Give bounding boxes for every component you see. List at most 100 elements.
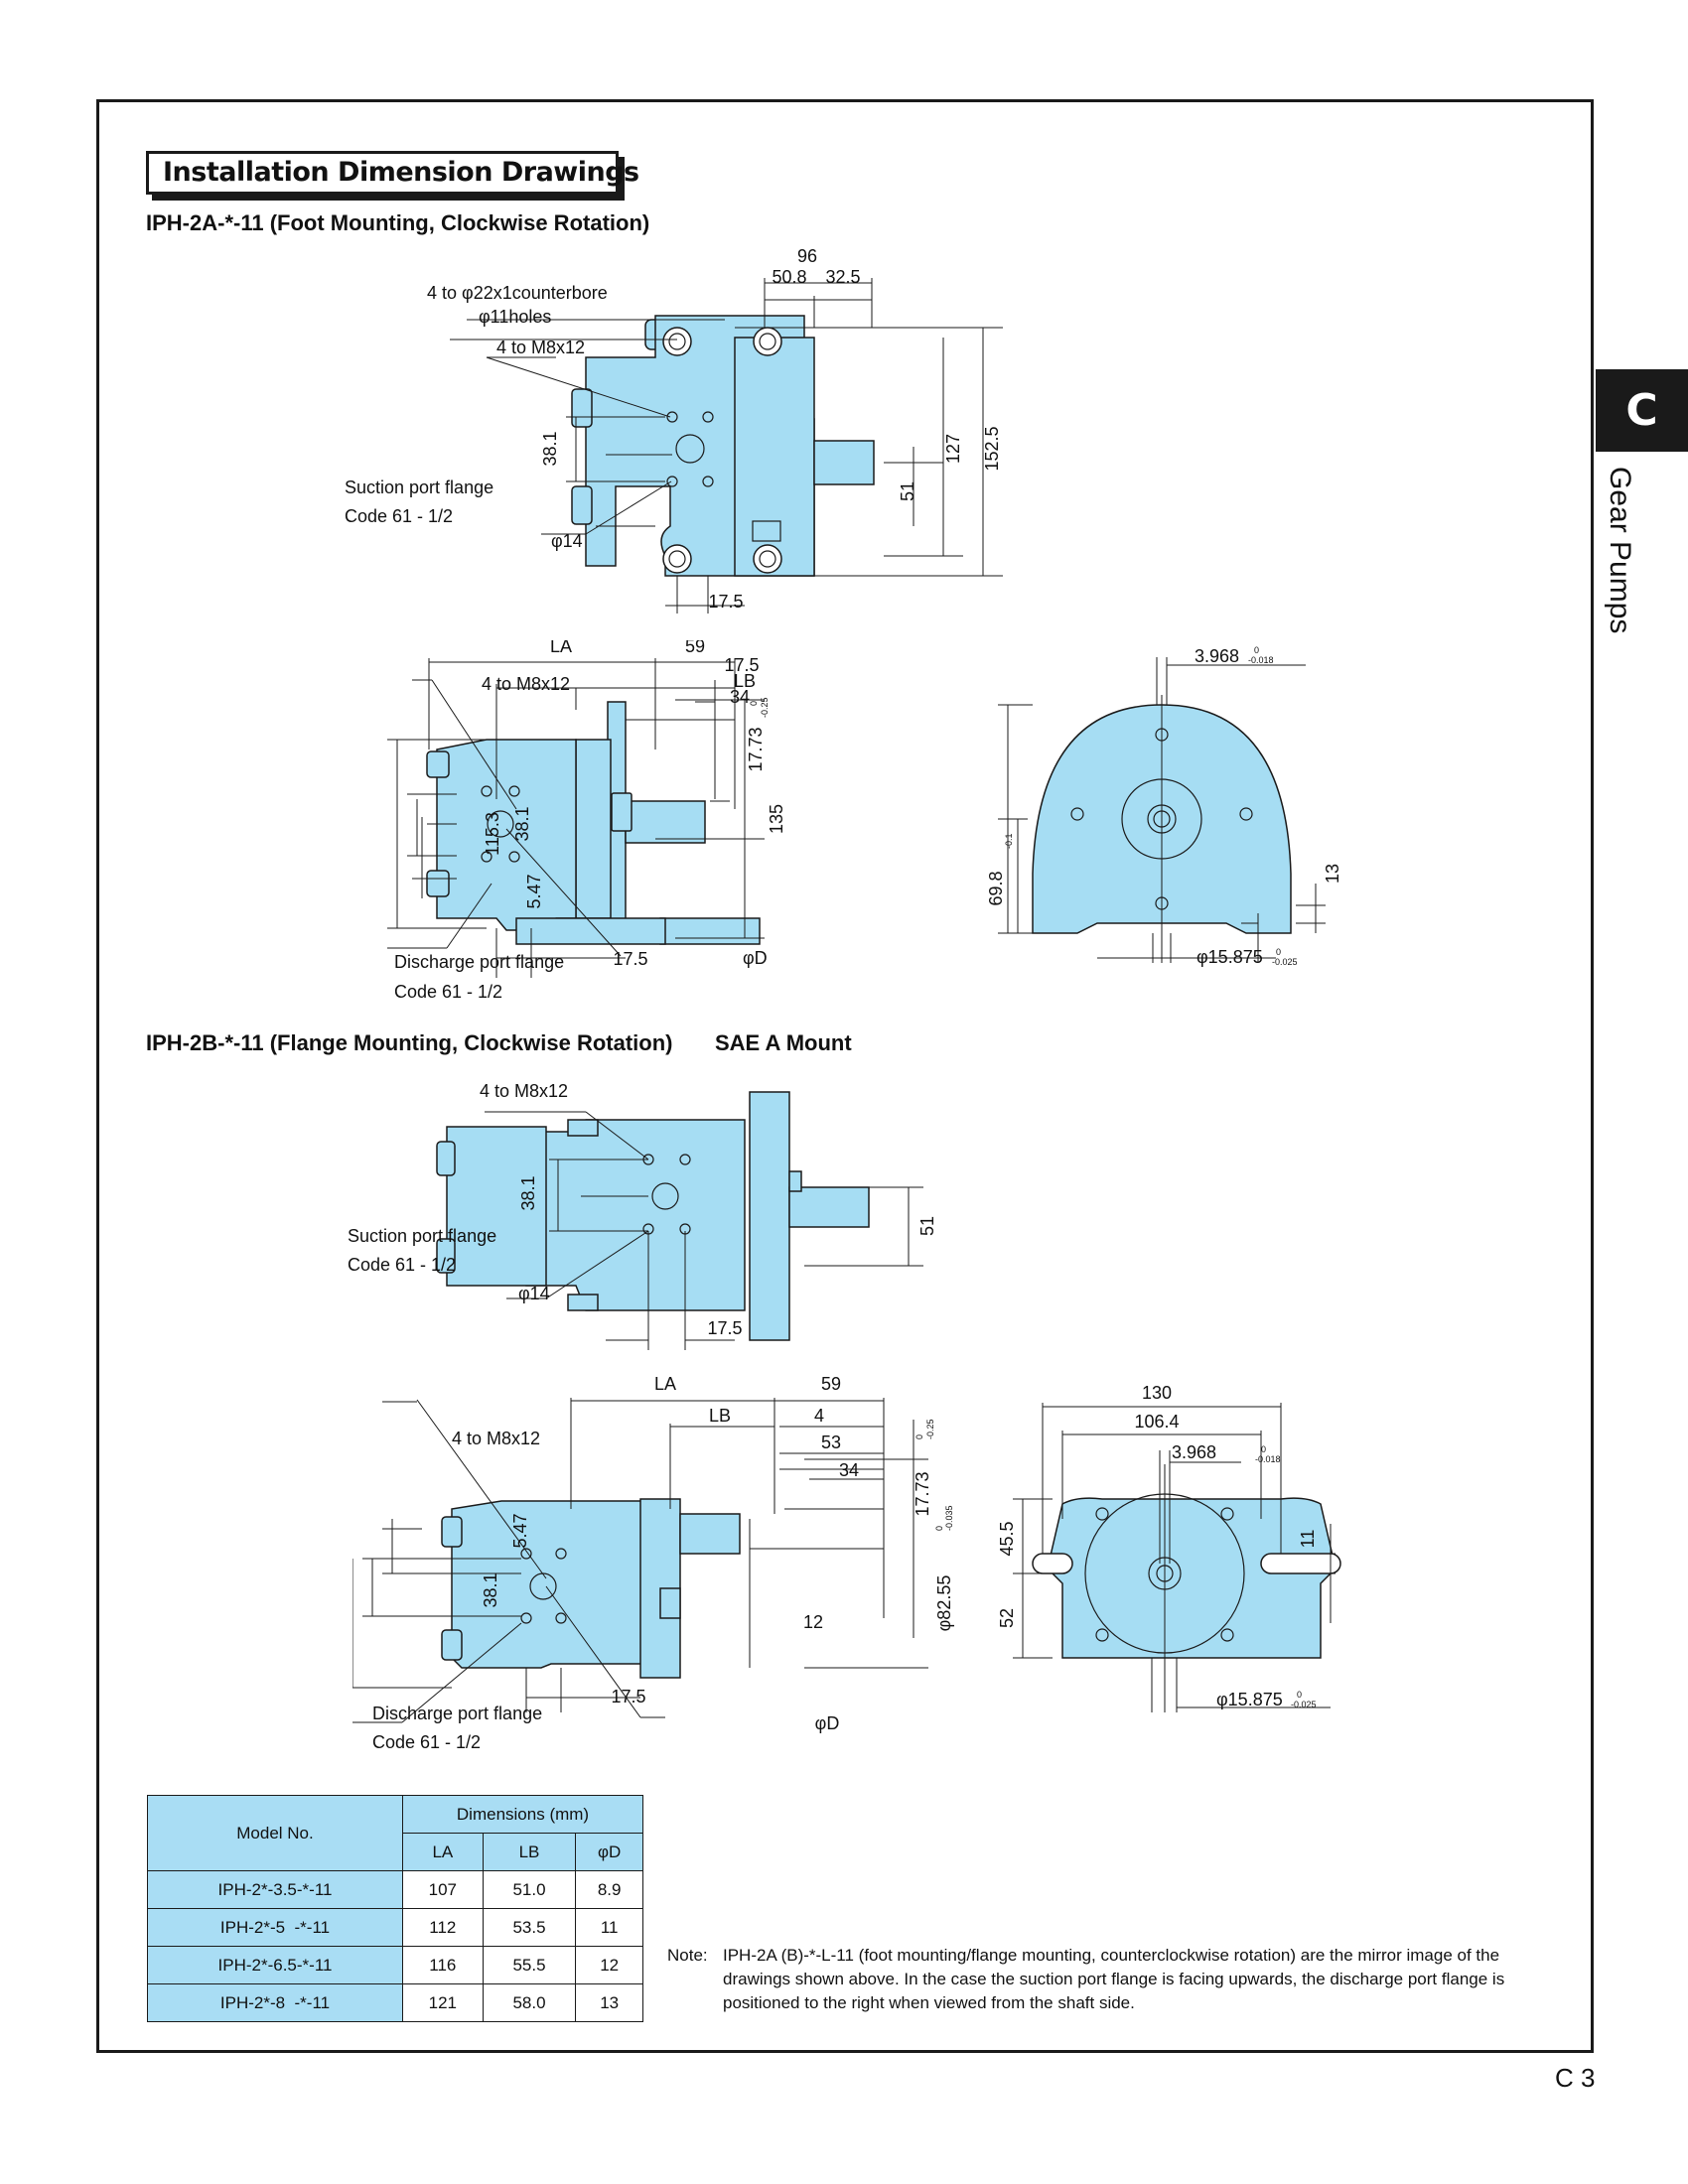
svg-text:4 to φ22x1counterbore: 4 to φ22x1counterbore [427,283,608,303]
svg-text:38.1: 38.1 [518,1175,538,1210]
svg-text:127: 127 [943,434,963,464]
model-header: Model No. [147,1795,403,1871]
svg-text:115.3: 115.3 [483,812,502,856]
svg-text:5.47: 5.47 [524,874,544,908]
svg-text:59: 59 [821,1374,841,1394]
svg-text:51: 51 [898,481,917,501]
fig1-side-lb: LB [734,671,756,691]
table-row: IPH-2*-3.5-*-11 107 51.0 8.9 [147,1870,643,1909]
page-number: C 3 [1555,2063,1596,2093]
svg-text:LA: LA [550,640,572,656]
svg-text:38.1: 38.1 [481,1572,500,1607]
fig2-side-view: LA 59 LB 4 53 34 12 17.5 φD 17.73 φ82.55… [352,1374,954,1733]
svg-text:12: 12 [803,1612,823,1632]
svg-text:0: 0 [1276,947,1281,957]
svg-text:LA: LA [654,1374,676,1394]
svg-text:17.73: 17.73 [913,1471,932,1516]
svg-text:38.1: 38.1 [512,806,532,841]
svg-text:-0.035: -0.035 [944,1505,954,1531]
col-la: LA [402,1833,484,1871]
svg-text:LB: LB [734,671,756,691]
svg-text:96: 96 [797,246,817,266]
svg-text:3.968: 3.968 [1195,646,1239,666]
svg-text:5.47: 5.47 [510,1513,530,1548]
svg-text:Suction port flange: Suction port flange [348,1226,496,1246]
svg-text:17.5: 17.5 [707,1318,742,1338]
svg-text:17.73: 17.73 [746,727,766,771]
svg-text:51: 51 [917,1216,937,1236]
svg-text:0: 0 [1261,1444,1266,1454]
svg-text:17.5: 17.5 [611,1687,645,1706]
fig1-side-view-vlabels: 115.3 38.1 5.47 [483,806,544,908]
fig1-side-view-labels: 4 to M8x12 Discharge port flange Code 61… [394,674,570,1002]
fig2-side-view-vlabels: 5.47 38.1 [481,1513,530,1607]
svg-text:0: 0 [914,1434,924,1439]
svg-text:3.968: 3.968 [1172,1442,1216,1462]
svg-text:LB: LB [709,1406,731,1426]
svg-text:34: 34 [730,687,750,707]
svg-text:130: 130 [1142,1383,1172,1403]
svg-text:-0.018: -0.018 [1248,655,1274,665]
fig1-title: IPH-2A-*-11 (Foot Mounting, Clockwise Ro… [146,210,650,235]
svg-text:152.5: 152.5 [982,426,1002,471]
svg-text:13: 13 [1323,864,1342,884]
table-row: IPH-2*-6.5-*-11 116 55.5 12 [147,1946,643,1984]
svg-text:φ14: φ14 [551,531,583,551]
fig2-top-view: 4 to M8x12 Suction port flange Code 61 -… [348,1081,937,1350]
svg-text:φD: φD [815,1713,840,1733]
svg-text:-0.025: -0.025 [1272,957,1298,967]
svg-text:Code 61 - 1/2: Code 61 - 1/2 [372,1732,481,1752]
svg-text:4 to M8x12: 4 to M8x12 [452,1429,540,1448]
svg-text:φD: φD [743,948,768,968]
svg-text:Discharge port flange: Discharge port flange [372,1704,542,1723]
svg-text:135: 135 [767,804,786,834]
svg-text:φ82.55: φ82.55 [934,1575,954,1632]
fig2-side-view-labels: 4 to M8x12 Discharge port flange Code 61… [372,1429,542,1752]
fig2-end-view: 130 106.4 3.968 45.5 52 11 φ15.875 0 -0.… [997,1383,1341,1712]
section-title: Installation Dimension Drawings [146,151,639,195]
svg-text:0: 0 [934,1526,944,1531]
svg-text:Discharge port flange: Discharge port flange [394,952,564,972]
fig1-side-view: 59 LA 17.5 34 φD 17.5 17.73 135 0 -0.25 [387,640,786,978]
svg-text:Suction port flange: Suction port flange [345,478,493,497]
svg-text:0: 0 [1297,1690,1302,1700]
section-tab-label: Gear Pumps [1604,467,1636,634]
svg-text:69.8: 69.8 [986,871,1006,905]
note-text: IPH-2A (B)-*-L-11 (foot mounting/flange … [723,1946,1505,2012]
table-row: IPH-2*-5 -*-11 112 53.5 11 [147,1908,643,1947]
svg-text:59: 59 [685,640,705,656]
col-d: φD [575,1833,643,1871]
svg-text:4 to M8x12: 4 to M8x12 [482,674,570,694]
section-tab: C [1596,369,1688,452]
svg-text:38.1: 38.1 [540,431,560,466]
svg-text:Code 61 - 1/2: Code 61 - 1/2 [348,1255,456,1275]
svg-text:52: 52 [997,1608,1017,1628]
table-row: IPH-2*-8 -*-11 121 58.0 13 [147,1983,643,2022]
svg-text:4: 4 [814,1406,824,1426]
svg-text:4 to M8x12: 4 to M8x12 [480,1081,568,1101]
svg-text:φ15.875: φ15.875 [1216,1690,1283,1709]
svg-text:17.5: 17.5 [613,949,647,969]
svg-text:-0.018: -0.018 [1255,1454,1281,1464]
svg-text:45.5: 45.5 [997,1521,1017,1556]
svg-text:Code 61 - 1/2: Code 61 - 1/2 [345,506,453,526]
fig2-mount: SAE A Mount [715,1030,852,1055]
svg-text:-0.25: -0.25 [925,1419,935,1439]
svg-text:17.5: 17.5 [708,592,743,612]
dimensions-header: Dimensions (mm) [402,1795,643,1834]
note-label: Note: [667,1946,708,1965]
page-frame [96,99,1594,2053]
svg-text:17.5: 17.5 [724,655,759,675]
svg-text:φ14: φ14 [518,1284,550,1303]
svg-text:0: 0 [749,701,759,706]
svg-text:11: 11 [1298,1530,1318,1549]
svg-text:4 to M8x12: 4 to M8x12 [496,338,585,357]
svg-text:50.8: 50.8 [772,267,806,287]
col-lb: LB [482,1833,577,1871]
svg-text:-0.025: -0.025 [1291,1700,1317,1709]
svg-text:32.5: 32.5 [825,267,860,287]
svg-text:Code 61 - 1/2: Code 61 - 1/2 [394,982,502,1002]
svg-text:0: 0 [1254,645,1259,655]
fig1-end-view: 3.968 13 69.8 φ15.875 0 -0.018 -0.1 0 -0… [986,645,1342,967]
fig2-title: IPH-2B-*-11 (Flange Mounting, Clockwise … [146,1030,673,1055]
